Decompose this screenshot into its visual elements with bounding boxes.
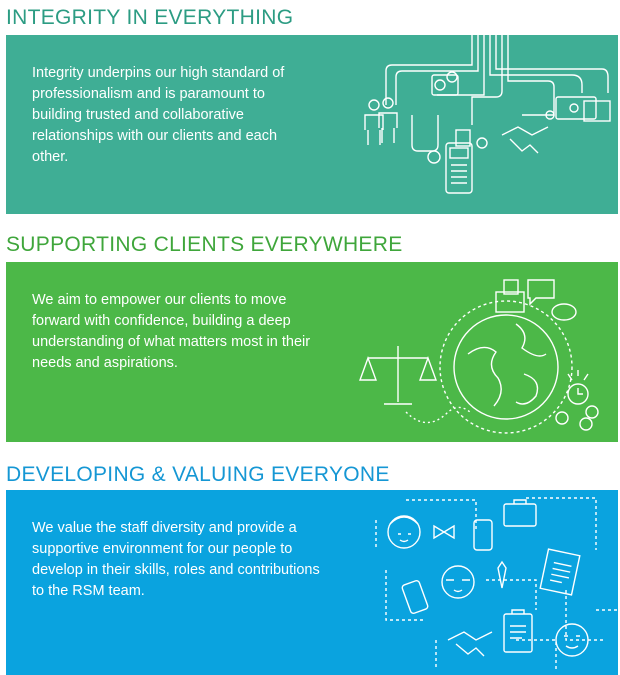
supporting-panel: We aim to empower our clients to move fo… — [6, 262, 618, 442]
people-payment-handshake-icon — [352, 35, 618, 214]
section-integrity: INTEGRITY IN EVERYTHING Integrity underp… — [0, 0, 620, 215]
globe-scales-speech-icon — [346, 262, 618, 442]
section-title: DEVELOPING & VALUING EVERYONE — [6, 463, 390, 486]
integrity-panel: Integrity underpins our high standard of… — [6, 35, 618, 214]
developing-panel: We value the staff diversity and provide… — [6, 490, 618, 675]
team-faces-documents-icon — [366, 490, 618, 675]
section-title: SUPPORTING CLIENTS EVERYWHERE — [6, 233, 403, 256]
section-supporting: SUPPORTING CLIENTS EVERYWHERE We aim to … — [0, 228, 620, 443]
section-body: Integrity underpins our high standard of… — [32, 65, 285, 165]
section-title: INTEGRITY IN EVERYTHING — [6, 6, 294, 29]
section-developing: DEVELOPING & VALUING EVERYONE We value t… — [0, 462, 620, 675]
section-body: We value the staff diversity and provide… — [32, 520, 320, 599]
section-body: We aim to empower our clients to move fo… — [32, 292, 311, 371]
